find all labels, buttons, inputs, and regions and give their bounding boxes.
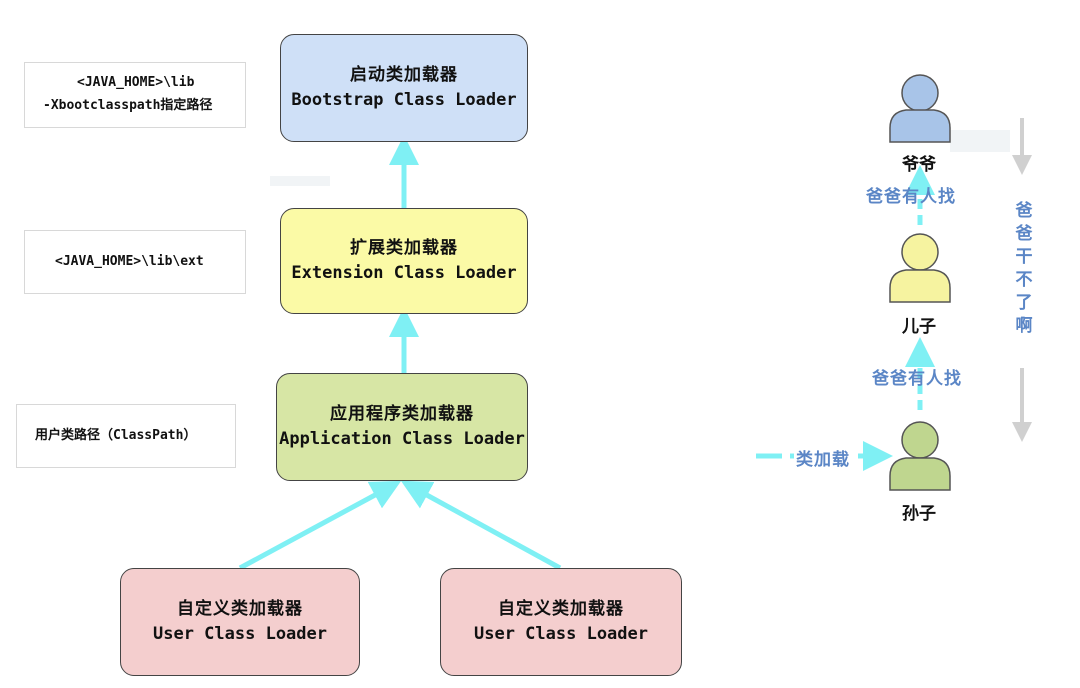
ask-father-lower-label: 爸爸有人找 <box>872 369 962 389</box>
faint-smudge <box>270 176 330 186</box>
vertical-char: 爸 <box>1015 201 1033 221</box>
bootstrap-label-en: Bootstrap Class Loader <box>291 90 517 110</box>
grandfather-label: 爷爷 <box>902 155 936 175</box>
application-label-en: Application Class Loader <box>279 429 525 449</box>
application-label-zh: 应用程序类加载器 <box>330 404 474 425</box>
son-person-icon <box>889 233 951 303</box>
user2-label-zh: 自定义类加载器 <box>498 599 624 620</box>
son-label: 儿子 <box>902 317 936 337</box>
faint-smudge <box>950 130 1010 152</box>
extension-class-loader: 扩展类加载器 Extension Class Loader <box>280 208 528 314</box>
grandson-label: 孙子 <box>902 504 936 524</box>
user-class-loader-left: 自定义类加载器 User Class Loader <box>120 568 360 676</box>
extension-label-en: Extension Class Loader <box>291 263 517 283</box>
user2-label-en: User Class Loader <box>474 624 648 644</box>
note-application-line1: 用户类路径（ClassPath） <box>35 427 197 443</box>
vertical-father-cant-label: 爸 爸 干 不 了 啊 <box>1012 200 1036 338</box>
note-extension-line1: <JAVA_HOME>\lib\ext <box>55 253 204 269</box>
note-bootstrap-line1: <JAVA_HOME>\lib <box>77 75 195 91</box>
arrow-user2-to-application <box>400 480 562 571</box>
class-load-label: 类加载 <box>794 445 852 470</box>
vertical-char: 干 <box>1015 247 1033 267</box>
note-bootstrap: <JAVA_HOME>\lib -Xbootclasspath指定路径 <box>24 62 246 128</box>
extension-label-zh: 扩展类加载器 <box>350 238 458 259</box>
ask-father-upper-label: 爸爸有人找 <box>866 187 956 207</box>
grandfather-person-icon <box>889 74 951 143</box>
note-bootstrap-line2: -Xbootclasspath指定路径 <box>43 98 213 113</box>
application-class-loader: 应用程序类加载器 Application Class Loader <box>276 373 528 481</box>
vertical-char: 了 <box>1015 293 1033 313</box>
arrow-user1-to-application <box>238 480 402 571</box>
grandson-person-icon <box>889 421 951 491</box>
vertical-char: 不 <box>1015 270 1033 290</box>
note-extension: <JAVA_HOME>\lib\ext <box>24 230 246 294</box>
bootstrap-label-zh: 启动类加载器 <box>350 65 458 86</box>
vertical-char: 爸 <box>1015 224 1033 244</box>
user-class-loader-right: 自定义类加载器 User Class Loader <box>440 568 682 676</box>
user1-label-zh: 自定义类加载器 <box>177 599 303 620</box>
vertical-char: 啊 <box>1015 316 1033 336</box>
user1-label-en: User Class Loader <box>153 624 327 644</box>
bootstrap-class-loader: 启动类加载器 Bootstrap Class Loader <box>280 34 528 142</box>
note-application: 用户类路径（ClassPath） <box>16 404 236 468</box>
